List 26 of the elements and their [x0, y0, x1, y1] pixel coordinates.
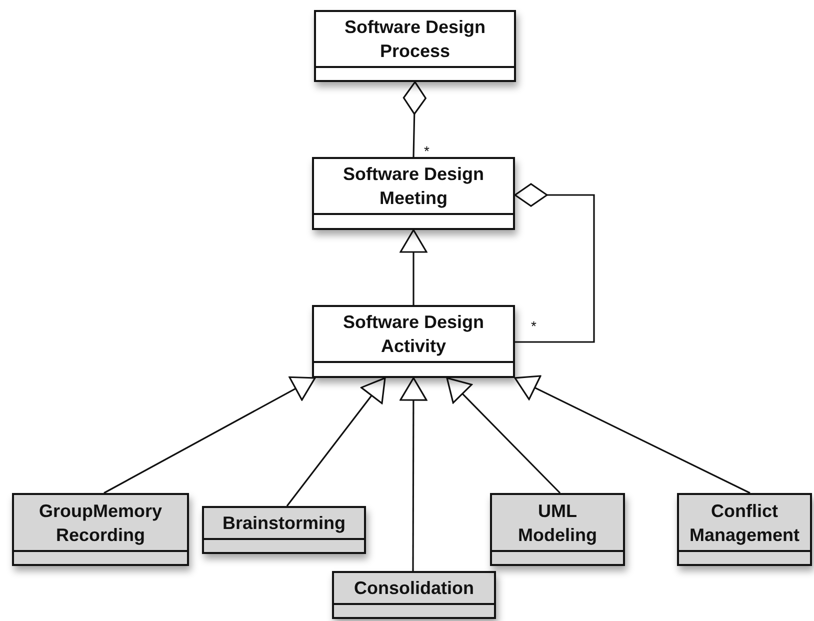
generalization-arrow	[400, 377, 428, 571]
generalization-arrow	[514, 375, 750, 494]
class-name: Brainstorming	[222, 512, 346, 535]
class-box	[12, 493, 189, 566]
class-name: UML Modeling	[517, 500, 598, 546]
multiplicity-label: *	[424, 143, 430, 159]
class-box	[490, 493, 625, 566]
generalization-arrow	[446, 377, 561, 494]
class-box	[202, 506, 366, 554]
aggregation-line	[514, 183, 595, 343]
class-box	[312, 305, 515, 378]
class-name: GroupMemory Recording	[38, 500, 163, 546]
generalization-arrow	[400, 229, 428, 305]
class-box	[332, 571, 496, 619]
class-name: Software Design Activity	[342, 311, 486, 358]
class-name: Software Design Process	[343, 16, 487, 63]
class-box	[677, 493, 812, 566]
aggregation-line	[402, 81, 426, 158]
multiplicity-label: *	[531, 318, 536, 334]
class-box	[314, 10, 516, 82]
class-box	[312, 157, 515, 230]
class-name: Consolidation	[354, 577, 474, 600]
class-name: Conflict Management	[688, 500, 801, 546]
generalization-arrow	[104, 376, 316, 494]
generalization-arrow	[286, 377, 386, 506]
class-name: Software Design Meeting	[342, 163, 486, 210]
